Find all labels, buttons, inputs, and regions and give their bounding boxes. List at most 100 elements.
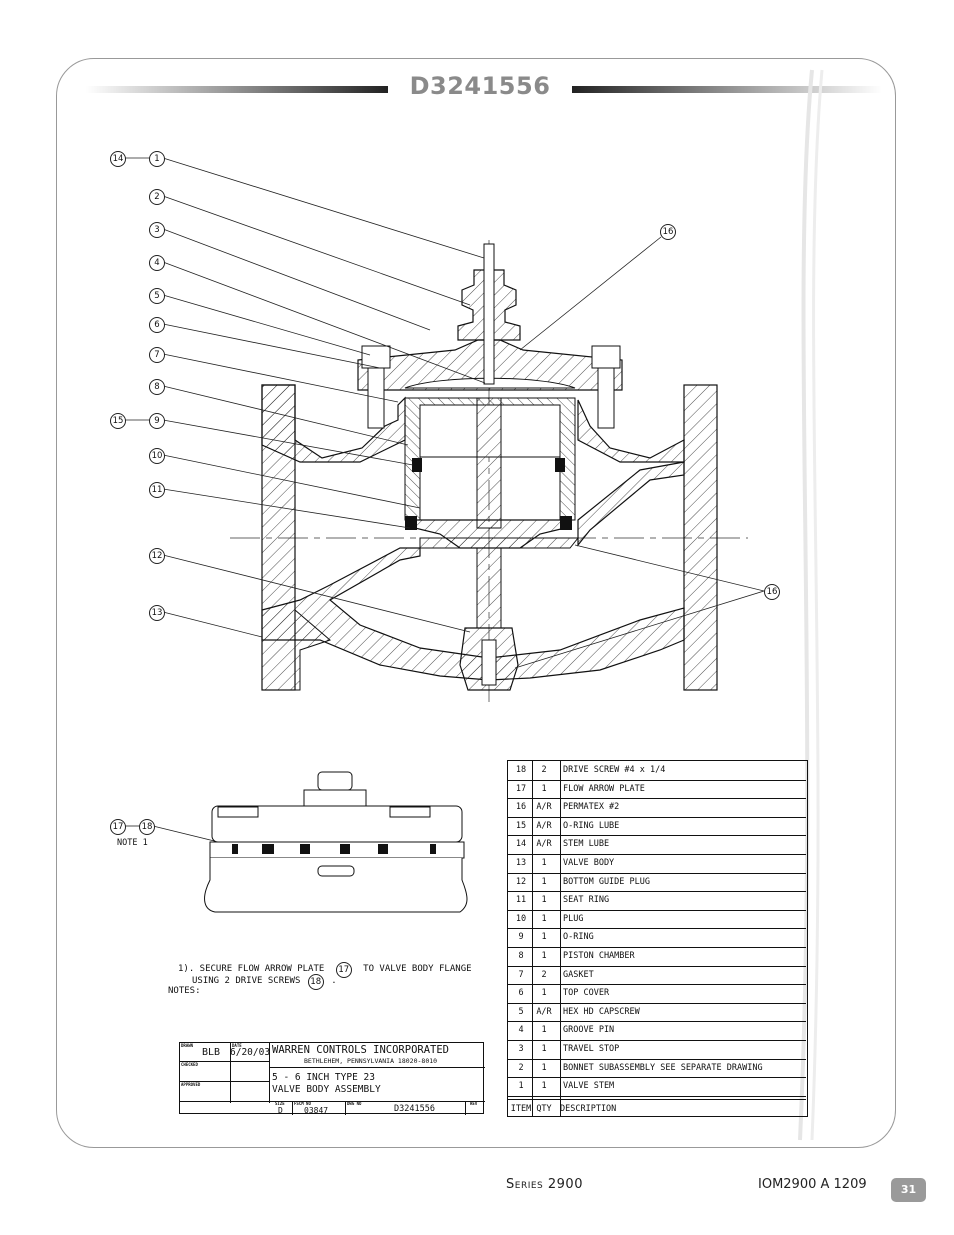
parts-list-row: 12 1 BOTTOM GUIDE PLUG xyxy=(508,873,806,893)
callout-8: 8 xyxy=(149,379,165,395)
parts-list-item: 11 xyxy=(515,895,527,906)
callout-3: 3 xyxy=(149,222,165,238)
parts-list-desc: GASKET xyxy=(563,969,594,980)
title-bar-left xyxy=(86,86,388,93)
company-address: BETHLEHEM, PENNSYLVANIA 18020-8010 xyxy=(304,1057,438,1065)
parts-list-desc: O-RING LUBE xyxy=(563,820,620,831)
parts-list-row: 10 1 PLUG xyxy=(508,910,806,930)
callout-10: 10 xyxy=(149,448,165,464)
parts-list-item: 10 xyxy=(515,913,527,924)
page-frame xyxy=(56,58,896,1148)
parts-list-qty: A/R xyxy=(536,839,552,850)
parts-list-header-desc: DESCRIPTION xyxy=(560,1103,617,1114)
callout-5: 5 xyxy=(149,288,165,304)
parts-list-item: 9 xyxy=(518,932,524,943)
parts-list-header-qty: QTY xyxy=(536,1103,552,1114)
parts-list-qty: 1 xyxy=(541,1025,547,1036)
parts-list-qty: 1 xyxy=(541,1081,547,1092)
drawing-number-title: D3241556 xyxy=(409,72,551,100)
footer-series: Series 2900 xyxy=(506,1177,583,1192)
title-bar-right xyxy=(572,86,882,93)
callout-16-top: 16 xyxy=(660,224,676,240)
title-line-1: 5 - 6 INCH TYPE 23 xyxy=(272,1072,375,1083)
size-value: D xyxy=(278,1106,283,1115)
callout-4: 4 xyxy=(149,255,165,271)
notes-heading: NOTES: xyxy=(168,986,201,996)
parts-list-qty: 1 xyxy=(541,913,547,924)
callout-11: 11 xyxy=(149,482,165,498)
note-line-2b: . xyxy=(331,976,337,986)
checked-label: CHECKED xyxy=(181,1062,198,1067)
drawn-by: BLB xyxy=(202,1047,221,1058)
parts-list-item: 6 xyxy=(518,988,524,999)
parts-list-qty: 1 xyxy=(541,783,547,794)
parts-list-qty: 1 xyxy=(541,951,547,961)
parts-list-item: 13 xyxy=(515,858,527,868)
parts-list-qty: A/R xyxy=(536,1006,552,1017)
parts-list-row: 3 1 TRAVEL STOP xyxy=(508,1040,806,1060)
parts-list-row: 1 1 VALVE STEM xyxy=(508,1077,806,1097)
page-number-badge: 31 xyxy=(891,1178,926,1202)
parts-list-qty: 1 xyxy=(541,876,547,887)
parts-list-desc: TOP COVER xyxy=(563,988,610,999)
footer-doc-number: IOM2900 A 1209 xyxy=(758,1177,867,1192)
parts-list-qty: 1 xyxy=(541,895,547,906)
note-1-label: NOTE 1 xyxy=(117,838,148,848)
parts-list-row: 5 A/R HEX HD CAPSCREW xyxy=(508,1003,806,1023)
callout-13: 13 xyxy=(149,605,165,621)
parts-list-item: 7 xyxy=(518,969,524,980)
parts-list-item: 16 xyxy=(515,802,527,813)
parts-list-desc: BONNET SUBASSEMBLY SEE SEPARATE DRAWING xyxy=(563,1062,763,1073)
parts-list-header-item: ITEM xyxy=(510,1103,532,1114)
note-ref-18: 18 xyxy=(307,974,324,990)
parts-list-item: 5 xyxy=(518,1006,524,1017)
callout-18: 18 xyxy=(139,819,155,835)
parts-list-row: 6 1 TOP COVER xyxy=(508,984,806,1004)
parts-list-qty: 1 xyxy=(541,1044,547,1054)
note-line-1a: 1). SECURE FLOW ARROW PLATE xyxy=(178,964,325,974)
parts-list-item: 3 xyxy=(518,1044,524,1054)
callout-7: 7 xyxy=(149,347,165,363)
callout-2: 2 xyxy=(149,189,165,205)
parts-list-item: 15 xyxy=(515,820,527,831)
fscm-value: 03847 xyxy=(304,1106,329,1115)
parts-list-qty: 1 xyxy=(541,1062,547,1073)
parts-list-desc: SEAT RING xyxy=(563,895,610,906)
parts-list-desc: VALVE BODY xyxy=(563,858,615,868)
parts-list-qty: A/R xyxy=(536,802,552,813)
parts-list-desc: GROOVE PIN xyxy=(563,1025,615,1036)
note-line-1: 1). SECURE FLOW ARROW PLATE 17 TO VALVE … xyxy=(178,961,472,978)
title-block: DRAWN BLB DATE 6/20/03 CHECKED APPROVED … xyxy=(179,1042,485,1115)
parts-list-item: 1 xyxy=(518,1081,524,1092)
parts-list-desc: O-RING xyxy=(563,932,594,943)
dwg-value: D3241556 xyxy=(394,1104,435,1114)
parts-list-desc: HEX HD CAPSCREW xyxy=(563,1006,640,1017)
dwg-label: DWG NO xyxy=(347,1101,362,1106)
title-line-2: VALVE BODY ASSEMBLY xyxy=(272,1084,381,1095)
parts-list-desc: STEM LUBE xyxy=(563,839,610,850)
callout-9: 9 xyxy=(149,413,165,429)
callout-1: 1 xyxy=(149,151,165,167)
parts-list-item: 18 xyxy=(515,765,527,775)
parts-list-desc: BOTTOM GUIDE PLUG xyxy=(563,876,650,887)
parts-list-qty: 1 xyxy=(541,988,547,999)
parts-list-item: 12 xyxy=(515,876,527,887)
parts-list-desc: PLUG xyxy=(563,913,584,924)
parts-list-desc: FLOW ARROW PLATE xyxy=(563,783,645,794)
parts-list-desc: VALVE STEM xyxy=(563,1081,615,1092)
note-line-1b: TO VALVE BODY FLANGE xyxy=(363,964,472,974)
callout-14: 14 xyxy=(110,151,126,167)
callout-16-right: 16 xyxy=(764,584,780,600)
parts-list-item: 2 xyxy=(518,1062,524,1073)
parts-list-item: 8 xyxy=(518,951,524,961)
size-label: SIZE xyxy=(275,1101,285,1106)
parts-list-desc: TRAVEL STOP xyxy=(563,1044,620,1054)
company-name: WARREN CONTROLS INCORPORATED xyxy=(272,1044,450,1056)
